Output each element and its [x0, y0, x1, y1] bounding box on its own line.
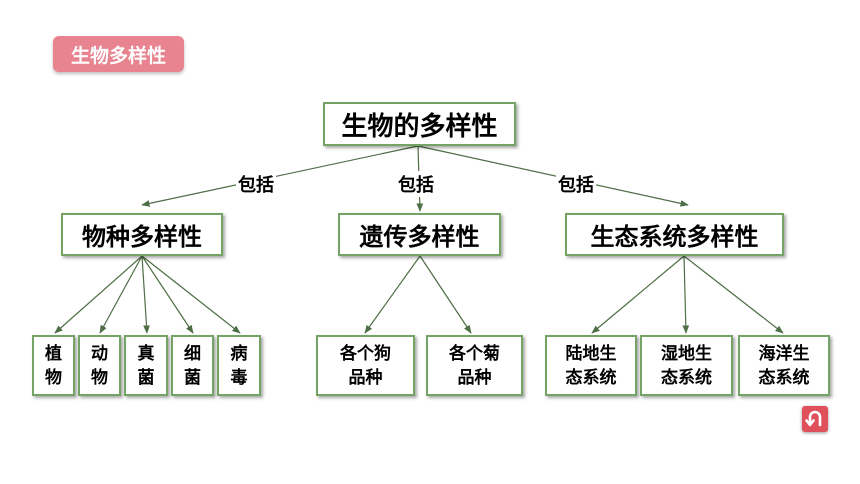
node-ecosystem-diversity: 生态系统多样性	[565, 213, 784, 256]
leaf-bacteria: 细菌	[171, 335, 214, 396]
leaf-dog-breeds: 各个狗品种	[316, 335, 415, 396]
return-arrow-icon	[805, 410, 822, 427]
leaf-chrysanthemum-varieties: 各个菊品种	[426, 335, 523, 396]
edge-label-species: 包括	[236, 171, 276, 197]
edge-label-genetic: 包括	[396, 171, 436, 197]
node-species-diversity: 物种多样性	[61, 213, 223, 256]
leaf-virus: 病毒	[217, 335, 261, 396]
leaf-animal: 动物	[78, 335, 121, 396]
root-node: 生物的多样性	[323, 102, 516, 146]
arrow-root-ecosystem	[417, 145, 689, 207]
arrow-ecosystem-land	[591, 255, 685, 334]
arrow-root-species	[141, 145, 419, 207]
leaf-plant: 植物	[32, 335, 75, 396]
arrow-species-plant	[54, 255, 143, 334]
leaf-land-ecosystem: 陆地生态系统	[545, 335, 637, 396]
node-genetic-diversity: 遗传多样性	[338, 213, 501, 256]
leaf-wetland-ecosystem: 湿地生态系统	[640, 335, 733, 396]
section-tag: 生物多样性	[53, 36, 184, 72]
arrow-species-animal	[99, 255, 143, 334]
leaf-ocean-ecosystem: 海洋生态系统	[738, 335, 830, 396]
arrow-genetic-dog	[364, 255, 421, 334]
leaf-fungi: 真菌	[124, 335, 168, 396]
arrow-species-fungi	[141, 255, 150, 334]
edge-label-ecosystem: 包括	[556, 171, 596, 197]
arrow-ecosystem-wetland	[682, 255, 690, 334]
arrow-species-bacteria	[141, 255, 194, 334]
arrow-species-virus	[141, 255, 241, 334]
arrow-genetic-chrysanthemum	[419, 255, 472, 334]
arrow-ecosystem-ocean	[683, 255, 784, 334]
back-button[interactable]	[802, 406, 828, 432]
